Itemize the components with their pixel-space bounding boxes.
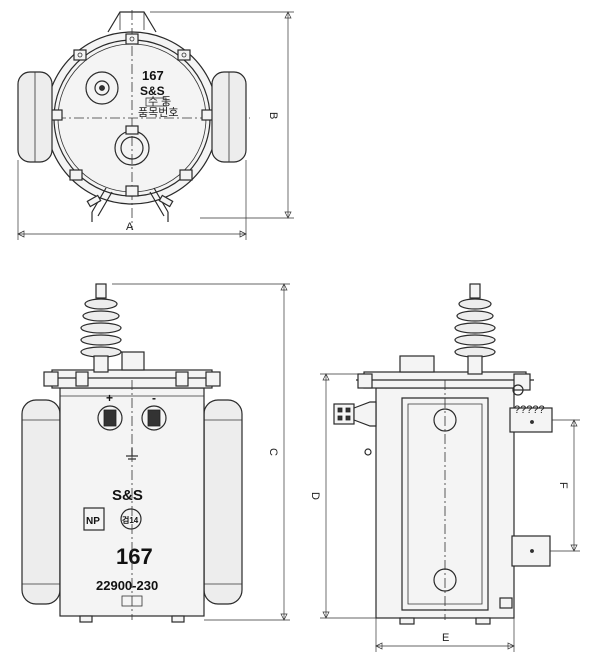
- plus-label: +: [106, 391, 113, 405]
- top-serial-label: 품목번호: [138, 106, 178, 119]
- np-label: NP: [86, 516, 100, 527]
- minus-bushing: [141, 405, 167, 431]
- rim-bolts: [49, 33, 215, 197]
- certification-mark: [120, 508, 142, 530]
- side-view: ????? D E: [309, 283, 580, 652]
- side-plate-text: ?????: [514, 404, 545, 416]
- dimension-a: A: [17, 160, 247, 240]
- dimension-b: B: [150, 11, 294, 219]
- front-model-label: 167: [116, 544, 153, 569]
- dimension-b-label: B: [267, 112, 279, 119]
- dimension-d: D: [309, 373, 376, 619]
- dimension-f: F: [550, 419, 580, 552]
- bottom-terminals: [86, 187, 174, 222]
- dimension-a-label: A: [126, 221, 134, 233]
- top-small-label: 수 등: [148, 95, 171, 108]
- plus-bushing: [97, 405, 123, 431]
- side-hv-insulator: [454, 283, 496, 375]
- front-brand-label: S&S: [112, 487, 143, 504]
- right-wheel-front: [203, 399, 243, 605]
- hv-insulator: [80, 283, 122, 373]
- cert-mark-label: 검14: [122, 515, 139, 525]
- top-view: 167 S&S 수 등 품목번호 A B: [17, 10, 294, 240]
- front-view: + - S&S NP 검14 167 22900-230 C: [21, 283, 290, 623]
- dimension-c-label: C: [267, 448, 279, 456]
- upper-nameplate: [509, 407, 553, 433]
- top-model-label: 167: [142, 68, 164, 83]
- dimension-c: C: [112, 283, 290, 621]
- hv-bushing-top: [85, 71, 119, 105]
- dimension-e: E: [375, 618, 515, 652]
- dimension-e-label: E: [442, 632, 449, 644]
- top-brand-label: S&S: [140, 84, 165, 98]
- voltage-label: 22900-230: [96, 578, 158, 593]
- dimension-d-label: D: [309, 492, 321, 500]
- minus-label: -: [152, 391, 156, 405]
- left-wheel-front: [21, 399, 61, 605]
- dimension-f-label: F: [557, 482, 569, 489]
